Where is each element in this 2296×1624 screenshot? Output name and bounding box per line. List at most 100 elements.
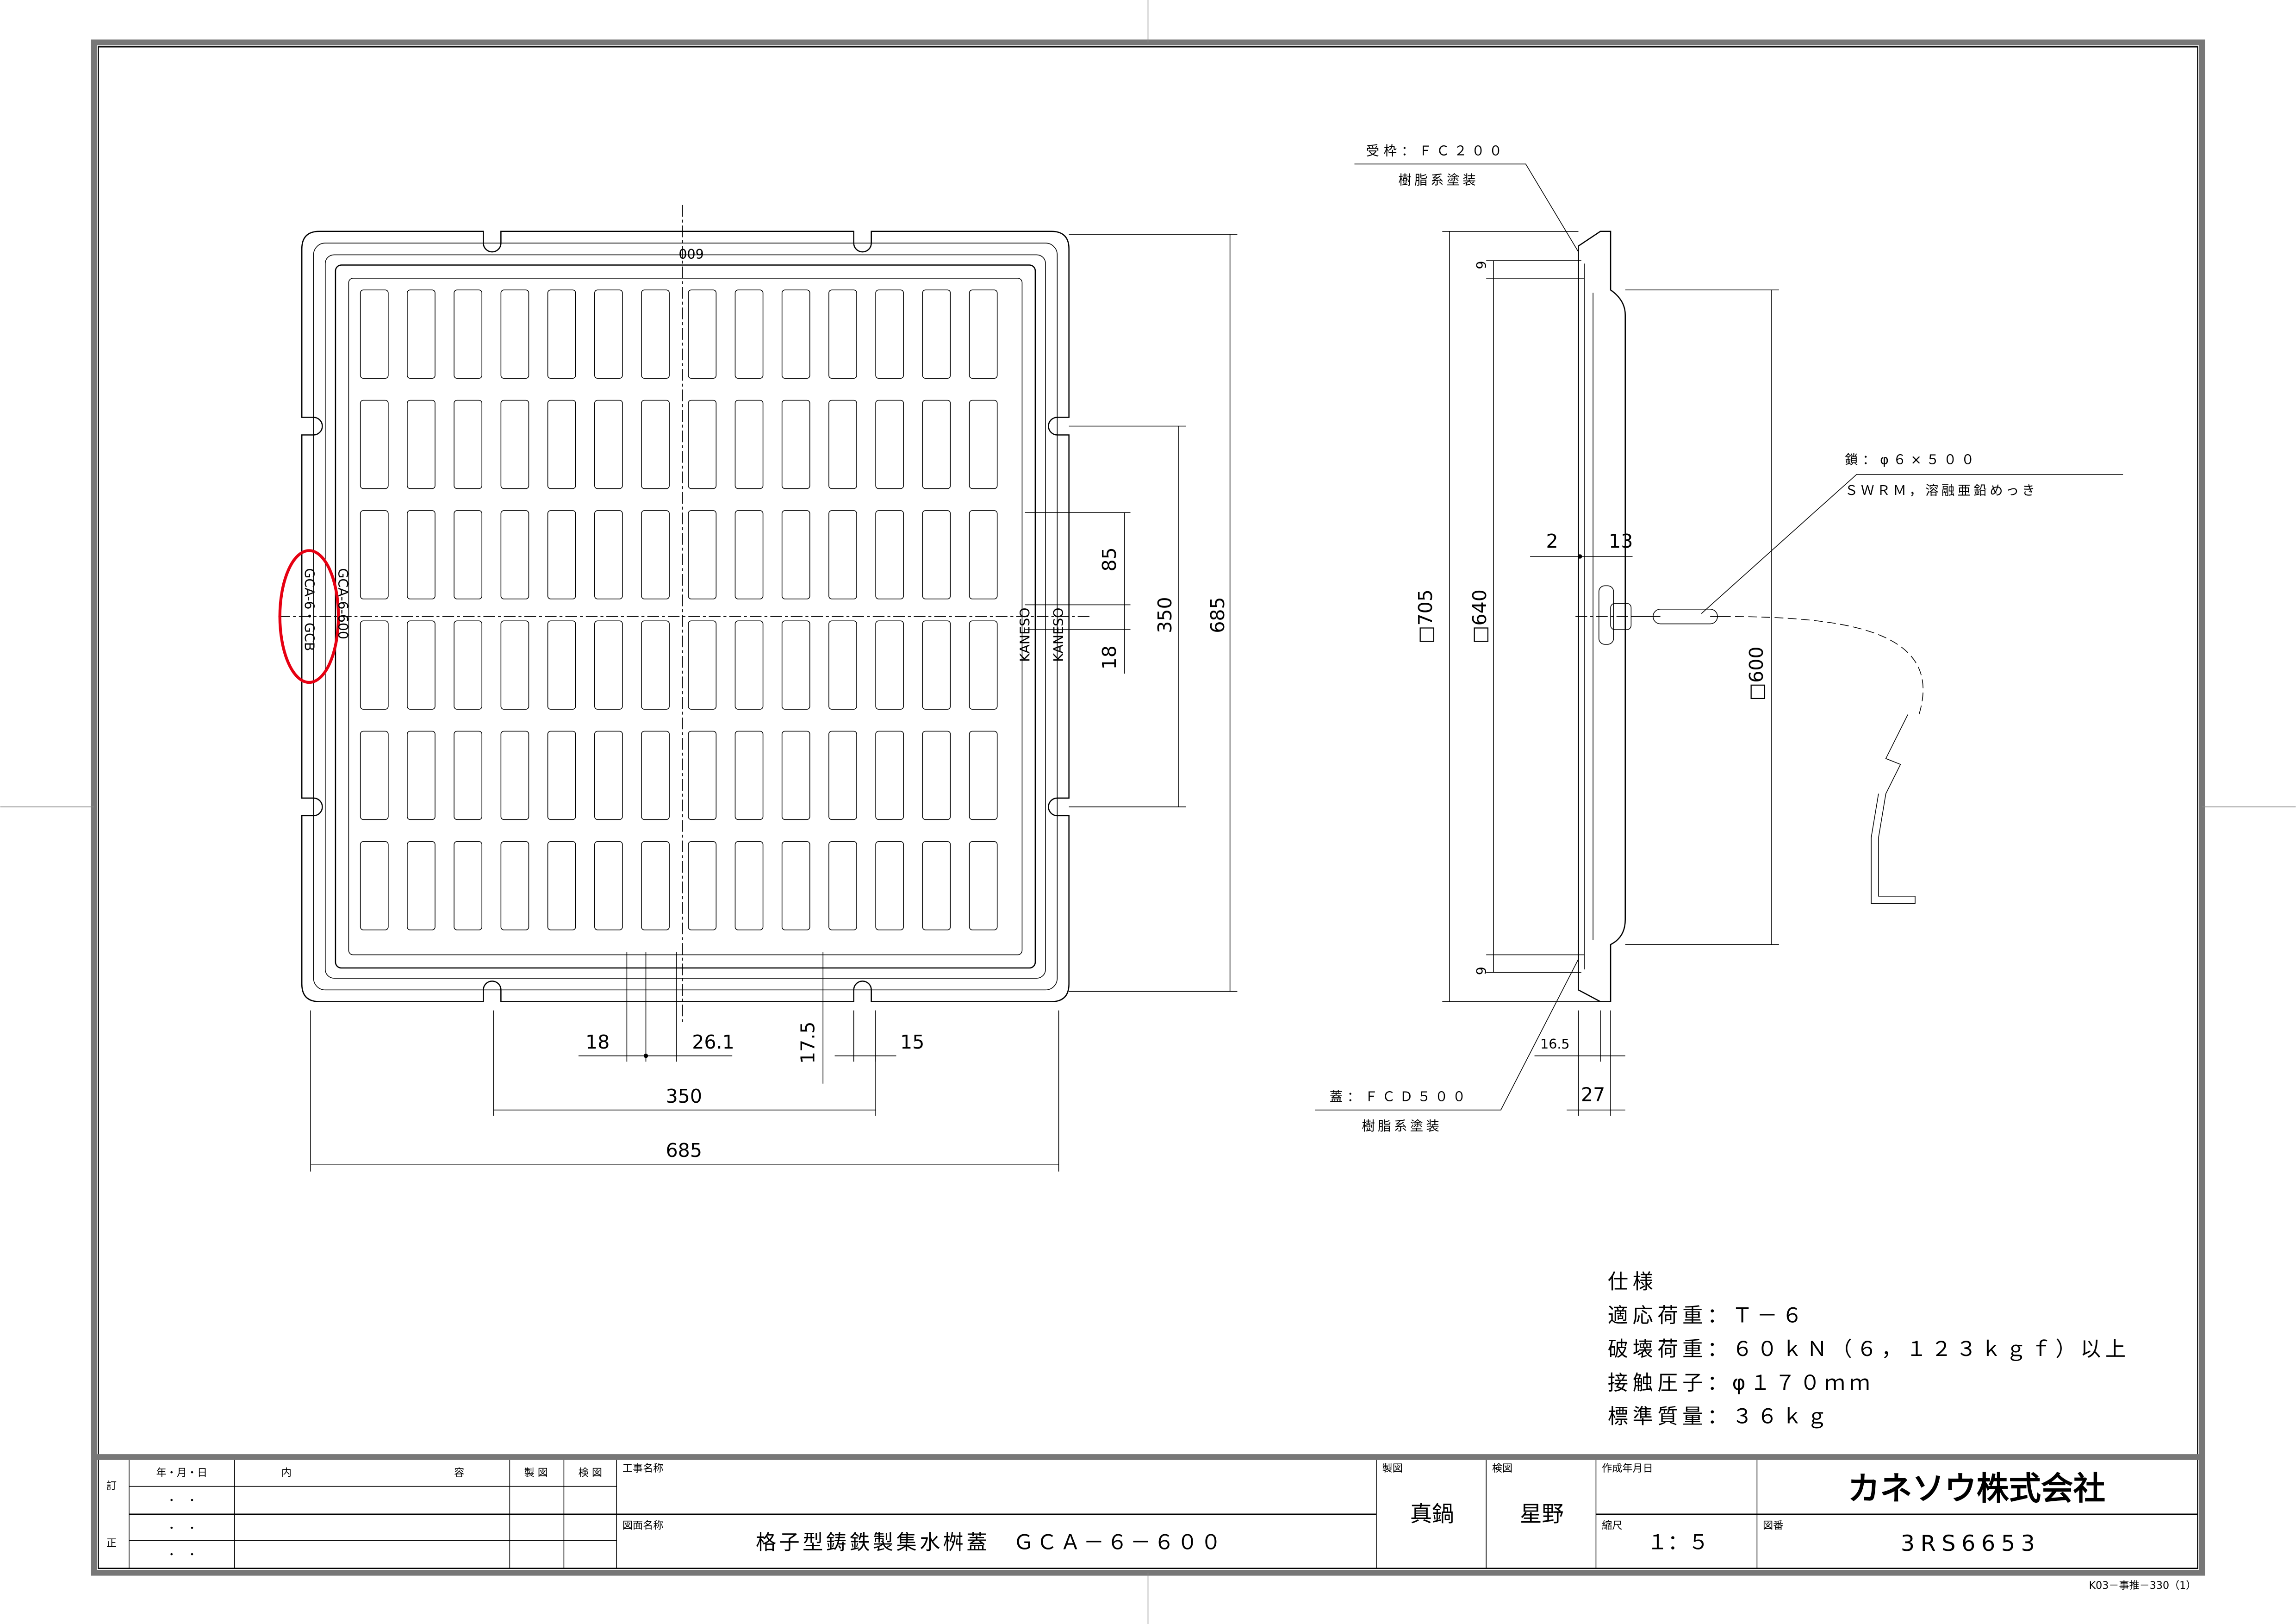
- grate-slot: [875, 289, 904, 379]
- date-row: ・ ・: [167, 1523, 197, 1535]
- dim-sq705: □705: [1414, 589, 1437, 643]
- grate-slot: [734, 510, 764, 600]
- grate-slot: [781, 289, 810, 379]
- drawing-name: 格子型鋳鉄製集水桝蓋 ＧＣＡ－６－６００: [756, 1531, 1224, 1555]
- company-logo: カネソウ株式会社: [1848, 1470, 2106, 1507]
- date-row: ・ ・: [167, 1495, 197, 1507]
- dim-27: 27: [1581, 1084, 1605, 1106]
- grate-slot: [407, 289, 436, 379]
- grate-slot: [969, 400, 998, 489]
- grate-slot: [641, 620, 670, 710]
- brand-mark-2: KANESO: [1051, 607, 1066, 662]
- dim-pitch-26-1: 26.1: [692, 1031, 734, 1053]
- grate-slot: [922, 289, 951, 379]
- grate-slot: [688, 841, 717, 931]
- grate-slot: [454, 731, 483, 820]
- dim-slot-span-v-350: 350: [1154, 597, 1176, 633]
- grate-slot: [547, 289, 576, 379]
- checker-name: 星野: [1520, 1502, 1564, 1527]
- grate-slot: [828, 620, 857, 710]
- grate-slot: [594, 510, 623, 600]
- grate-slot: [688, 620, 717, 710]
- grate-slot: [454, 620, 483, 710]
- drafter-name: 真鍋: [1410, 1502, 1454, 1527]
- grate-slot: [360, 510, 389, 600]
- grate-slot: [547, 841, 576, 931]
- checked-header: 検 図: [579, 1467, 602, 1479]
- dim-slot-span-350: 350: [666, 1085, 702, 1107]
- grate-slot: [922, 841, 951, 931]
- grate-slot: [875, 510, 904, 600]
- project-name-label: 工事名称: [622, 1462, 664, 1474]
- title-block: 訂 正 年・月・日 内 容 製 図 検 図 ・ ・ ・ ・ ・ ・ 工事名称 図…: [93, 1454, 2203, 1592]
- grate-slot: [922, 400, 951, 489]
- spec-line: 適応荷重：Ｔ－６: [1608, 1304, 1807, 1327]
- dim-top-9: 9: [1474, 261, 1489, 269]
- grate-slot: [407, 510, 436, 600]
- grate-slot: [360, 731, 389, 820]
- grate-slot: [828, 510, 857, 600]
- drawn-header: 製 図: [524, 1467, 548, 1479]
- dim-height-685: 685: [1207, 597, 1229, 633]
- chain-label: 鎖：φ６×５００: [1845, 452, 1979, 468]
- grate-slot: [360, 400, 389, 489]
- grate-slot: [875, 731, 904, 820]
- correction-label: 正: [106, 1537, 117, 1549]
- grate-slot: [828, 731, 857, 820]
- grate-slot: [828, 841, 857, 931]
- frame-coating-label: 樹脂系塗装: [1398, 173, 1479, 188]
- grate-slot: [500, 731, 529, 820]
- grate-slot: [500, 400, 529, 489]
- date-header: 年・月・日: [156, 1467, 207, 1479]
- grate-slot: [734, 289, 764, 379]
- grate-slot: [594, 731, 623, 820]
- created-date-label: 作成年月日: [1602, 1462, 1653, 1474]
- grate-slot: [688, 289, 717, 379]
- grate-slot: [454, 841, 483, 931]
- frame-material-label: 受枠：ＦＣ２００: [1366, 143, 1507, 158]
- grate-slot: [641, 510, 670, 600]
- grate-slot: [641, 400, 670, 489]
- dim-2: 2: [1546, 530, 1558, 552]
- form-code: K03－事推－330（1）: [2089, 1580, 2196, 1592]
- dim-18-v: 18: [1098, 645, 1120, 669]
- highlight-ellipse: [278, 549, 340, 684]
- cover-coating-label: 樹脂系塗装: [1362, 1118, 1442, 1134]
- dim-sq600: □600: [1745, 646, 1767, 700]
- side-view: □705 □640 9 9 □600 2 13 16.5 27 受枠：ＦＣ２００…: [1315, 143, 2123, 1134]
- chain-spec-label: ＳＷＲＭ，溶融亜鉛めっき: [1845, 483, 2038, 498]
- drawing-name-label: 図面名称: [622, 1519, 664, 1531]
- grate-slot: [454, 510, 483, 600]
- grate-slot: [688, 400, 717, 489]
- content-header: 内: [281, 1467, 292, 1479]
- grate-slot: [594, 289, 623, 379]
- drafter-label: 製図: [1382, 1462, 1403, 1474]
- grate-slot: [922, 510, 951, 600]
- plan-view: 600 GCA-6・GCB GCA-6-600 KANESO KANESO: [278, 205, 1091, 1025]
- checker-label: 検図: [1492, 1462, 1512, 1474]
- grate-slot: [969, 510, 998, 600]
- grate-slot: [454, 400, 483, 489]
- grate-slot: [360, 289, 389, 379]
- grate-slot: [922, 620, 951, 710]
- plan-dimensions: 685 350 18 26.1 15 17.5 685 350 85 18: [310, 234, 1238, 1172]
- drawing-number-label: 図番: [1763, 1519, 1783, 1531]
- grate-slot: [875, 620, 904, 710]
- side-cast-mark-inner: GCA-6-600: [335, 568, 350, 639]
- grate-slot: [407, 620, 436, 710]
- dim-notch-17-5: 17.5: [796, 1021, 819, 1064]
- spec-line: 破壊荷重：６０ｋＮ（６，１２３ｋｇｆ）以上: [1608, 1337, 2130, 1361]
- grate-slot: [781, 620, 810, 710]
- grate-slot: [734, 731, 764, 820]
- grate-slot: [969, 289, 998, 379]
- grate-slot: [688, 731, 717, 820]
- grate-slot: [500, 289, 529, 379]
- spec-line: 標準質量：３６ｋｇ: [1608, 1405, 1832, 1429]
- grate-slot: [922, 731, 951, 820]
- revision-label: 訂: [106, 1480, 117, 1492]
- grate-slot: [688, 510, 717, 600]
- dim-width-685: 685: [666, 1139, 702, 1162]
- grate-slot: [594, 841, 623, 931]
- dim-notch-15: 15: [900, 1031, 924, 1053]
